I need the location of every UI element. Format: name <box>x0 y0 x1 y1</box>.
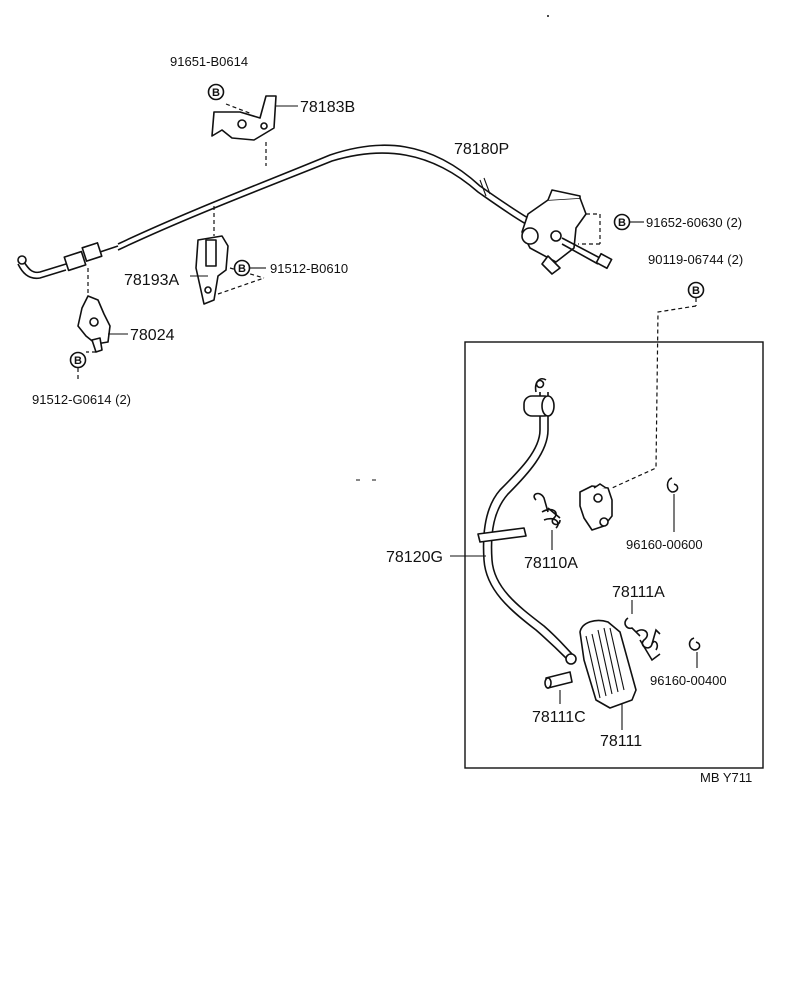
svg-text:B: B <box>692 285 700 297</box>
pin-78111C <box>544 671 573 704</box>
bracket-78193A <box>190 206 265 305</box>
svg-text:B: B <box>74 355 82 367</box>
bracket-78183B <box>211 95 298 166</box>
label-96160-00600: 96160-00600 <box>626 537 703 552</box>
pedal-pad-78111 <box>579 619 637 730</box>
label-78111A: 78111A <box>612 584 665 601</box>
pedal-lever-78120G <box>450 377 577 665</box>
bracket-78024 <box>77 268 128 353</box>
bolt-marker-icon: B <box>687 281 705 299</box>
pedal-stopper-bracket <box>579 483 613 531</box>
label-78111: 78111 <box>600 733 642 750</box>
spring-78111A <box>624 600 661 662</box>
label-96160-00400: 96160-00400 <box>650 673 727 688</box>
clip-96160-00400 <box>688 637 701 668</box>
label-91652-60630: 91652-60630 (2) <box>646 215 742 230</box>
label-78193A: 78193A <box>124 272 179 289</box>
spring-78110A <box>533 492 561 550</box>
svg-text:B: B <box>212 87 220 99</box>
svg-text:B: B <box>618 217 626 229</box>
label-91651-B0614: 91651-B0614 <box>170 54 248 69</box>
label-78024: 78024 <box>130 327 175 344</box>
label-91512-B0610: 91512-B0610 <box>270 261 348 276</box>
leader-line <box>611 305 697 489</box>
pedal-assembly-frame <box>464 341 764 769</box>
label-78180P: 78180P <box>454 141 509 158</box>
label-78110A: 78110A <box>524 555 578 572</box>
cable-pedal-bracket <box>521 189 613 275</box>
label-78183B: 78183B <box>300 99 355 116</box>
label-78111C: 78111C <box>532 709 586 726</box>
clip-96160-00600 <box>666 477 679 532</box>
diagram-reference-code: MB Y711 <box>700 770 752 785</box>
bolt-marker-icon: B <box>207 83 225 101</box>
label-91512-G0614: 91512-G0614 (2) <box>32 392 131 407</box>
bolt-marker-icon: B <box>613 213 631 231</box>
label-78120G: 78120G <box>386 549 443 566</box>
svg-text:B: B <box>238 263 246 275</box>
bolt-marker-icon: B <box>69 351 87 369</box>
bolt-marker-icon: B <box>233 259 251 277</box>
label-90119-06744: 90119-06744 (2) <box>648 252 743 267</box>
scan-dot <box>547 15 549 17</box>
accelerator-cable <box>17 144 529 280</box>
